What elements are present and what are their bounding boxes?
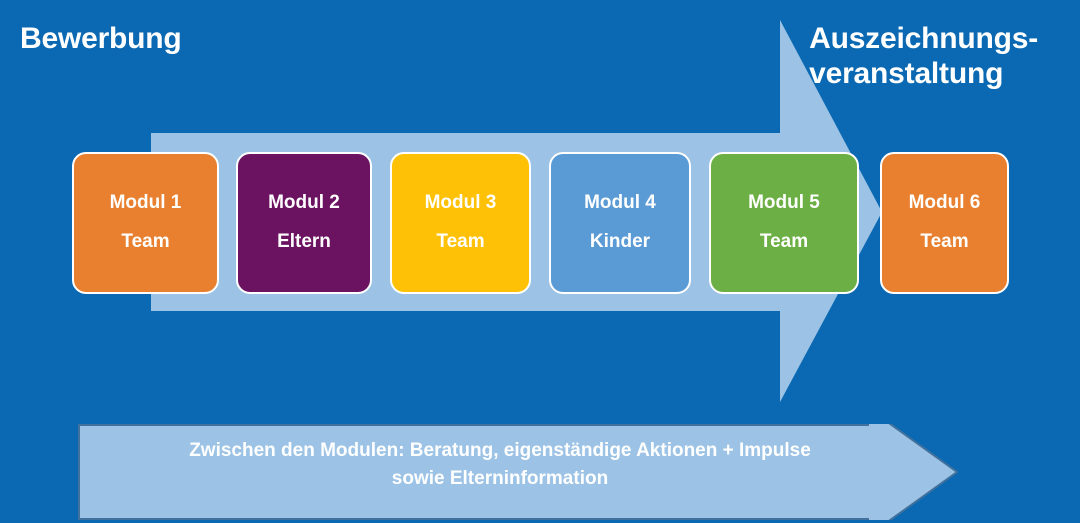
module-title: Modul 1 <box>109 192 182 214</box>
page-title-right: Auszeichnungs- veranstaltung <box>809 22 1038 90</box>
module-title: Modul 3 <box>424 192 497 214</box>
module-title: Modul 5 <box>748 192 820 214</box>
module-subtitle: Team <box>759 231 809 252</box>
module-box-3[interactable]: Modul 3 Team <box>390 152 531 294</box>
module-subtitle: Kinder <box>589 231 651 252</box>
between-modules-arrow-shape <box>78 424 958 520</box>
module-subtitle: Team <box>436 231 485 252</box>
module-subtitle: Eltern <box>277 231 331 252</box>
page-title-left: Bewerbung <box>20 22 182 55</box>
module-subtitle: Team <box>920 231 969 252</box>
module-box-5[interactable]: Modul 5 Team <box>709 152 859 294</box>
between-modules-arrow <box>78 424 958 520</box>
module-title: Modul 2 <box>268 192 340 214</box>
module-box-2[interactable]: Modul 2 Eltern <box>236 152 372 294</box>
module-title: Modul 4 <box>584 192 656 214</box>
module-subtitle: Team <box>121 231 170 252</box>
module-box-1[interactable]: Modul 1 Team <box>72 152 219 294</box>
module-box-6[interactable]: Modul 6 Team <box>880 152 1009 294</box>
module-title: Modul 6 <box>908 192 981 214</box>
module-box-4[interactable]: Modul 4 Kinder <box>549 152 691 294</box>
